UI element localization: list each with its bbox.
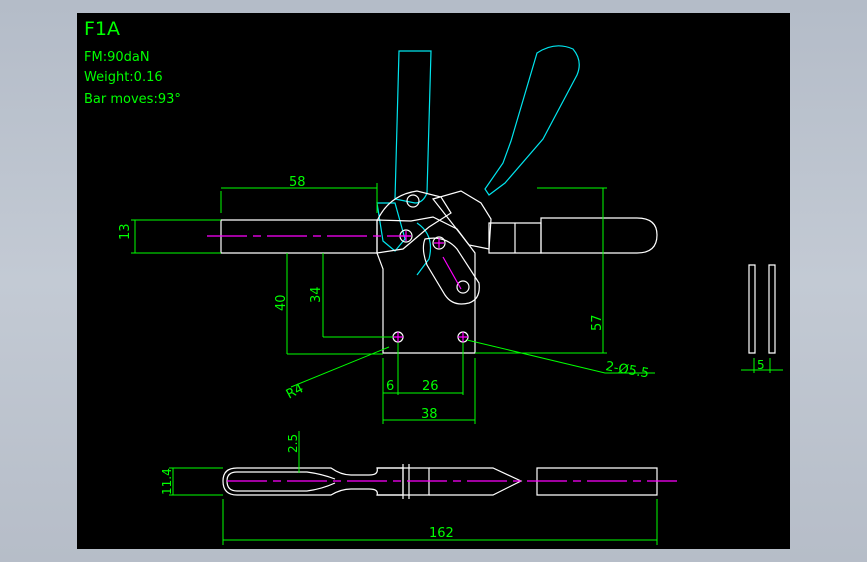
dim-26: 26 — [422, 379, 439, 394]
dim-13: 13 — [118, 223, 133, 240]
dim-6: 6 — [386, 379, 394, 394]
model-label: F1A — [84, 18, 120, 40]
centerlines — [207, 231, 468, 342]
dim-57: 57 — [590, 314, 605, 331]
dim-holes: 2-Ø5.5 — [604, 359, 650, 381]
dim-r4: R4 — [284, 381, 306, 402]
dim-38: 38 — [421, 407, 438, 422]
dim-162: 162 — [429, 526, 454, 541]
dim-11-4: 11.4 — [160, 468, 174, 495]
dim-5: 5 — [757, 358, 765, 372]
dim-2-5: 2.5 — [286, 434, 300, 453]
dim-34: 34 — [309, 286, 324, 303]
dim-58: 58 — [289, 175, 306, 190]
open-position-outline — [376, 45, 580, 276]
dim-40: 40 — [274, 294, 289, 311]
weight-label: Weight:0.16 — [84, 70, 163, 85]
toggle-clamp-drawing: F1A FM:90daN Weight:0.16 Bar moves:93° — [84, 18, 783, 545]
plan-view — [169, 431, 677, 545]
bar-moves-label: Bar moves:93° — [84, 92, 181, 107]
force-label: FM:90daN — [84, 50, 150, 65]
cad-viewport[interactable]: F1A FM:90daN Weight:0.16 Bar moves:93° — [77, 13, 790, 549]
dimension-lines — [131, 183, 783, 424]
